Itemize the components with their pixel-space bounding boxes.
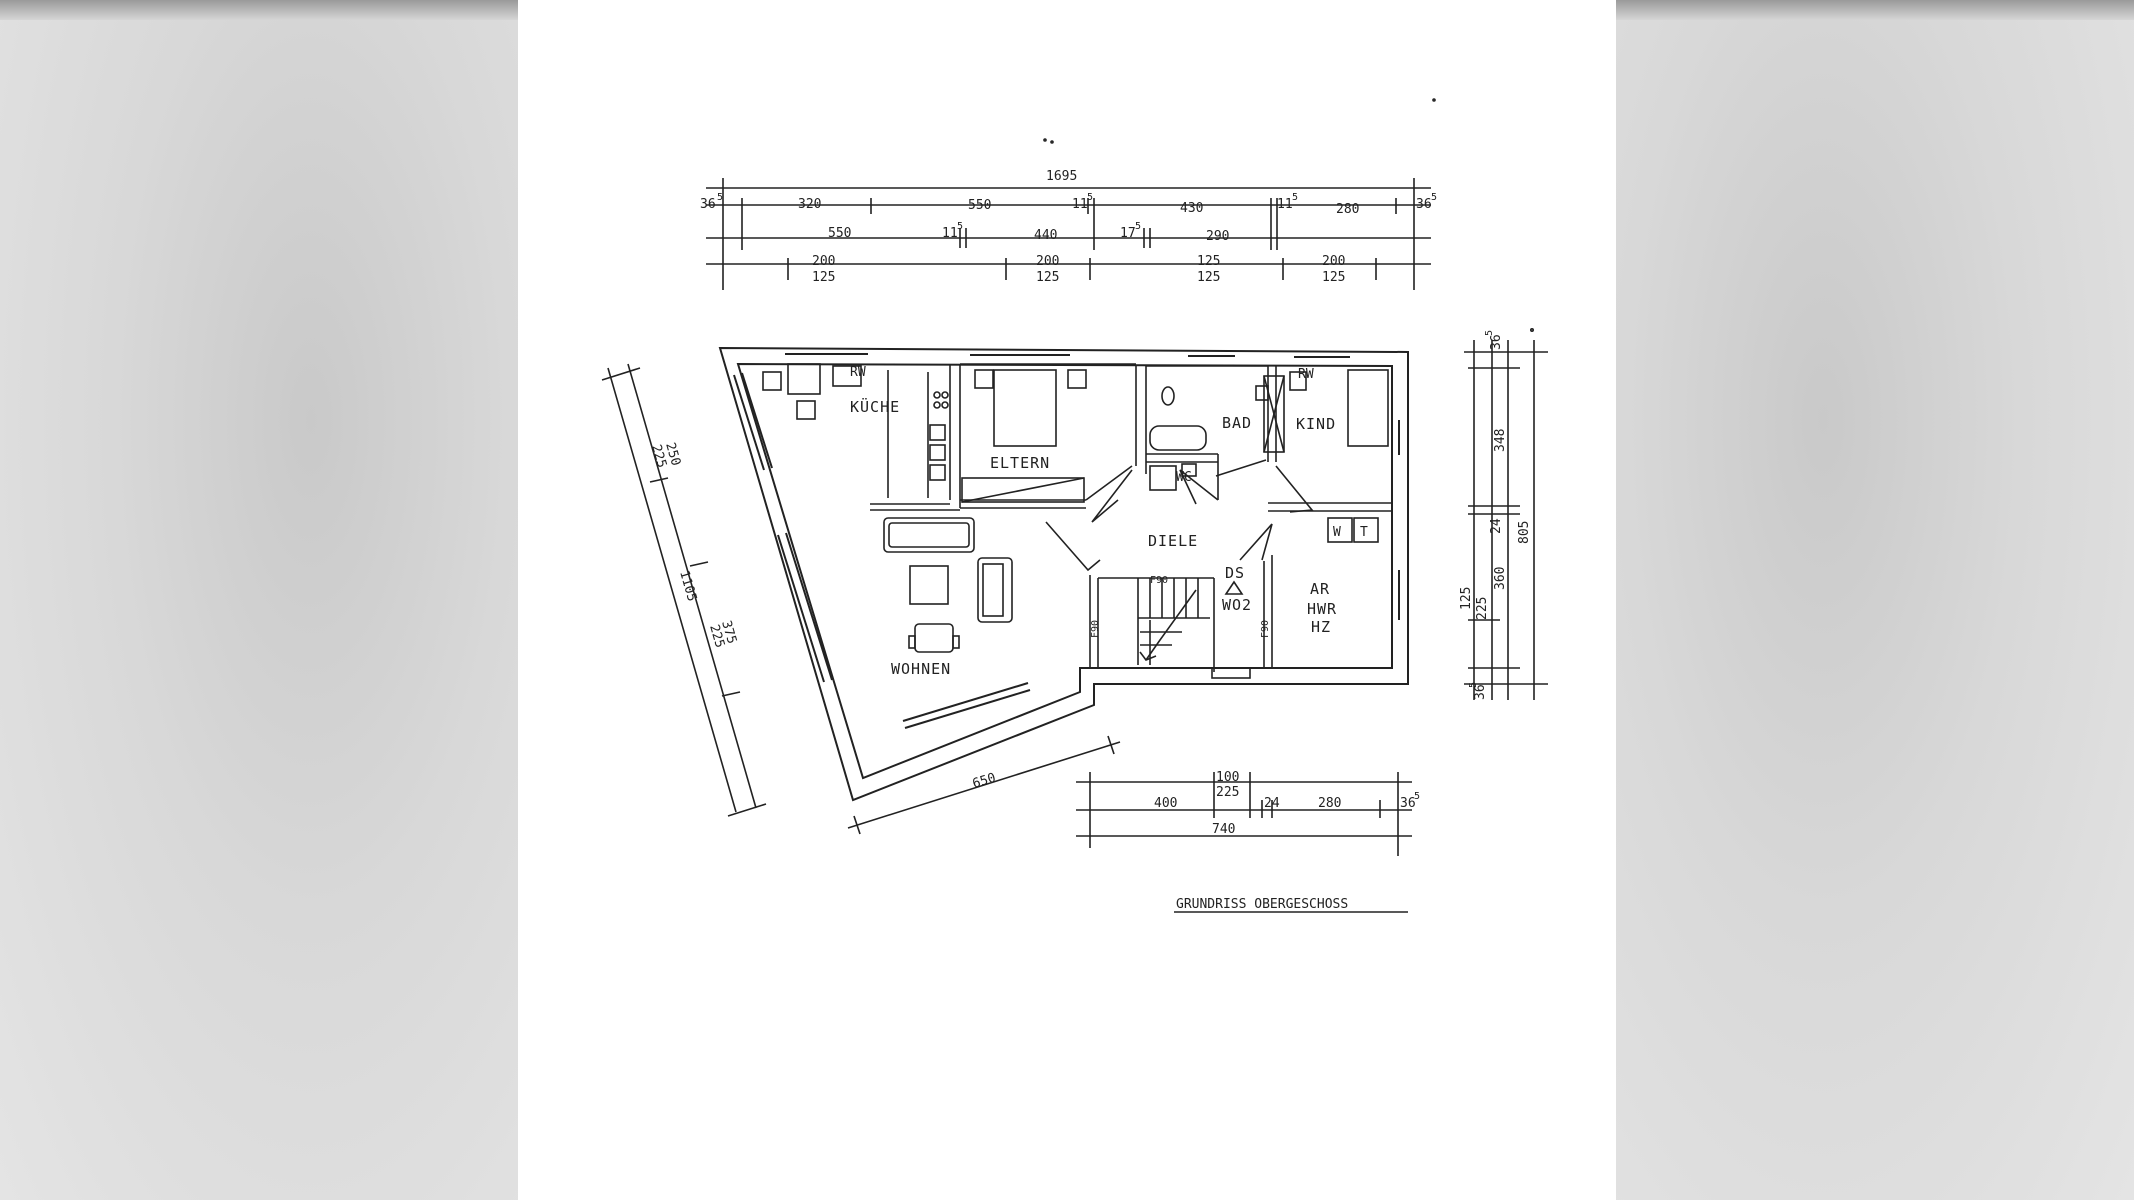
dim-r3-bot-2: 125 (1197, 270, 1220, 285)
dim-total: 1695 (1046, 169, 1077, 184)
plan-title-group: GRUNDRISS OBERGESCHOSS (1174, 897, 1408, 913)
dim-left-2: 1105 (676, 569, 699, 603)
dim-r1-sup-1: 5 (1087, 192, 1093, 203)
dim-r3-top-3: 200 (1322, 254, 1345, 269)
dim-r1-0: 36 (700, 197, 716, 212)
label-kueche: KÜCHE (850, 397, 900, 416)
dim-r3-bot-3: 125 (1322, 270, 1345, 285)
dim-r1-sup-2: 5 (1292, 192, 1298, 203)
label-hwr: HWR (1307, 600, 1337, 618)
label-hz: HZ (1311, 618, 1331, 636)
dim-r1-6: 280 (1336, 202, 1359, 217)
marker-f90-b: F90 (1090, 620, 1101, 638)
dim-r2-0: 550 (828, 226, 851, 241)
dim-r1-3: 11 (1072, 197, 1088, 212)
dim-left-1: 225 (648, 443, 669, 470)
label-diele: DIELE (1148, 532, 1198, 550)
dim-r1-2: 550 (968, 198, 991, 213)
bottom-dimension-text: 100 225 400 24 280 36 5 740 650 (971, 770, 1420, 837)
dim-r1-1: 320 (798, 197, 821, 212)
bottom-dimension-chains (847, 735, 1412, 856)
label-wohnen: WOHNEN (891, 660, 951, 678)
marker-t: T (1360, 525, 1368, 540)
dim-right-4: 125 (1459, 587, 1474, 610)
door-swings (1045, 465, 1314, 572)
dim-right-2: 24 (1489, 518, 1504, 534)
dim-r1-4: 430 (1180, 201, 1203, 216)
marker-f90-c: F90 (1260, 620, 1271, 638)
label-bad: BAD (1222, 414, 1252, 432)
left-dimension-chain (601, 363, 767, 817)
dim-r2-3: 17 (1120, 226, 1136, 241)
plan-title: GRUNDRISS OBERGESCHOSS (1176, 897, 1348, 912)
floor-plan-sheet (518, 0, 1616, 1200)
stray-marks (1043, 98, 1535, 332)
dim-r3-top-0: 200 (812, 254, 835, 269)
label-wc: WC (1176, 470, 1192, 485)
dim-right-sup-0: 5 (1484, 330, 1495, 336)
dim-bottom-r2-1: 24 (1264, 796, 1280, 811)
interior-walls (870, 364, 1392, 672)
dim-right-1: 348 (1493, 429, 1508, 452)
top-dimension-text: 1695 36 5 320 550 11 5 430 11 5 280 36 5… (700, 169, 1437, 285)
right-dimension-chain (1464, 340, 1548, 700)
bath-fixtures (1149, 375, 1285, 491)
dim-r3-bot-1: 125 (1036, 270, 1059, 285)
dim-r1-5: 11 (1277, 197, 1293, 212)
room-labels: KÜCHE ELTERN BAD KIND WC DIELE WOHNEN AR… (850, 365, 1368, 678)
dim-left-4: 225 (706, 623, 727, 650)
label-eltern: ELTERN (990, 454, 1050, 472)
dim-r2-1: 11 (942, 226, 958, 241)
staircase (1137, 578, 1251, 679)
dim-right-3: 805 (1517, 521, 1532, 544)
left-dimension-text: 250 225 1105 375 225 (648, 441, 739, 650)
dim-r3-bot-0: 125 (812, 270, 835, 285)
dim-r1-sup-0: 5 (717, 192, 723, 203)
marker-w: W (1333, 525, 1341, 540)
label-kind: KIND (1296, 415, 1336, 433)
kind-furniture (1289, 369, 1389, 447)
dim-r3-top-2: 125 (1197, 254, 1220, 269)
dim-r3-top-1: 200 (1036, 254, 1059, 269)
label-ar: AR (1310, 580, 1330, 598)
dim-left-3: 375 (718, 619, 739, 646)
dim-right-5: 225 (1475, 597, 1490, 620)
marker-rw-2: RW (1298, 367, 1314, 382)
dim-bottom-r2-sup: 5 (1414, 791, 1420, 802)
marker-f90-a: F90 (1150, 575, 1168, 586)
marker-ds: DS (1225, 564, 1245, 582)
blurred-background-left (0, 0, 518, 1200)
dim-bottom-r2-3: 36 (1400, 796, 1416, 811)
dim-bottom-r1-bot: 225 (1216, 785, 1239, 800)
eltern-furniture (961, 369, 1087, 503)
top-dimension-chains (706, 178, 1431, 290)
ds-triangle (1224, 580, 1244, 595)
dim-r1-sup-3: 5 (1431, 192, 1437, 203)
dim-r2-2: 440 (1034, 228, 1057, 243)
dim-bottom-r2-0: 400 (1154, 796, 1177, 811)
living-furniture (883, 517, 1013, 653)
room-divider-lines (960, 363, 1268, 367)
dim-bottom-angled: 650 (971, 771, 998, 792)
dim-bottom-r3: 740 (1212, 822, 1235, 837)
kitchen-furniture (762, 363, 949, 498)
dim-right-0: 36 (1489, 334, 1504, 350)
dim-left-0: 250 (662, 441, 683, 468)
dim-r2-sup-0: 5 (957, 221, 963, 232)
dim-bottom-r1-top: 100 (1216, 770, 1239, 785)
dim-r1-7: 36 (1416, 197, 1432, 212)
dim-right-sup-1: 5 (1468, 682, 1479, 688)
marker-wo2: WO2 (1222, 596, 1252, 614)
right-dimension-text: 36 5 348 24 805 125 225 360 36 5 (1459, 330, 1532, 700)
dim-r2-sup-1: 5 (1135, 221, 1141, 232)
ar-fixtures (1327, 517, 1379, 543)
dim-r2-4: 290 (1206, 229, 1229, 244)
marker-rw-1: RW (850, 365, 866, 380)
outer-walls (718, 346, 1409, 802)
dim-right-6: 360 (1493, 567, 1508, 590)
dim-right-7: 36 (1473, 684, 1488, 700)
blurred-background-right (1616, 0, 2134, 1200)
dim-bottom-r2-2: 280 (1318, 796, 1341, 811)
